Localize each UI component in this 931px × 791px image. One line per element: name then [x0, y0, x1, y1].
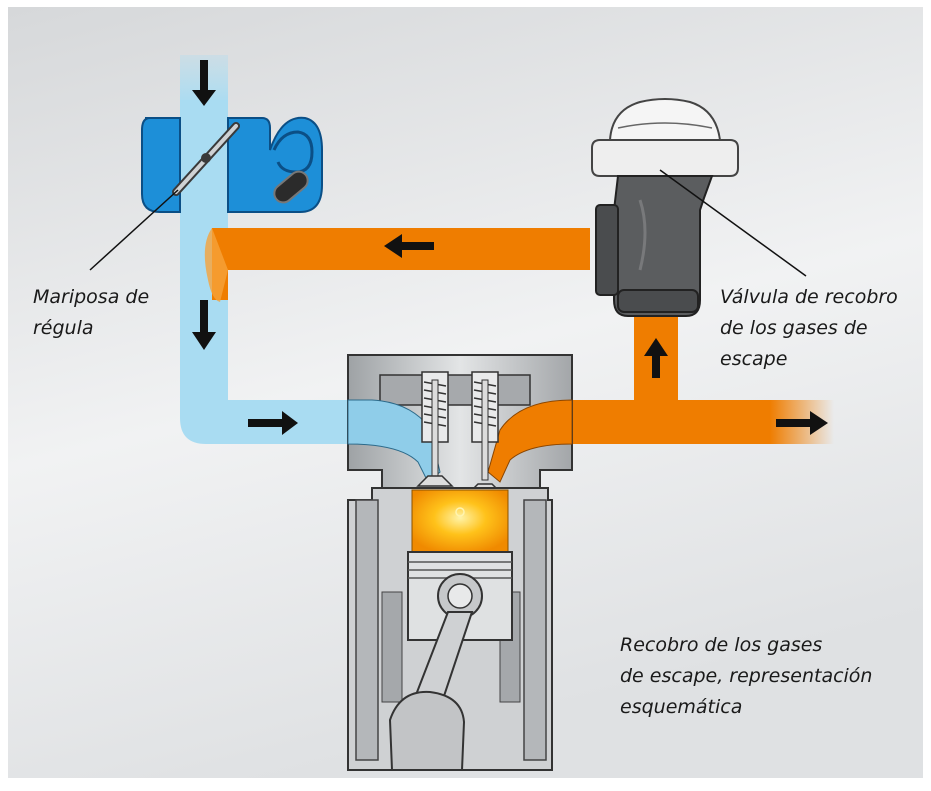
egr-valve	[591, 98, 739, 317]
block-wall-right	[523, 499, 547, 761]
egr-return-pipe	[212, 228, 590, 300]
egr-body-highlight	[638, 199, 647, 271]
intake-valve-head	[416, 475, 454, 487]
throttle-housing-left	[141, 117, 181, 213]
arrow-exhaust-out	[776, 411, 828, 435]
egr-inlet-flange	[595, 204, 619, 296]
arrow-egr-return	[384, 234, 434, 258]
intake-valve	[416, 371, 454, 487]
camshaft-housing	[379, 374, 531, 406]
leader-line-throttle	[89, 189, 179, 271]
egr-outlet-flange	[617, 289, 699, 313]
throttle-label: Mariposa de régula	[33, 282, 149, 344]
egr-mixing-zone	[204, 228, 228, 302]
caption-line-1: Recobro de los gases	[620, 634, 823, 656]
arrow-intake-in	[192, 60, 216, 106]
throttle-sensor-outline	[272, 130, 314, 174]
throttle-label-line-1: Mariposa de	[33, 286, 150, 308]
block-wall-left	[355, 499, 379, 761]
egr-dome-ridge	[617, 122, 713, 129]
combustion-chamber	[411, 489, 509, 553]
intake-pipe	[180, 100, 360, 444]
exhaust-pipe	[565, 400, 770, 444]
egr-valve-label-line-2: de los gases de	[720, 317, 868, 339]
arrow-intake-down	[192, 300, 216, 350]
throttle-body	[141, 116, 323, 213]
egr-valve-body	[613, 175, 714, 317]
crankshaft	[388, 690, 466, 771]
arrow-intake-to-engine	[248, 411, 298, 435]
throttle-shaft	[201, 153, 211, 163]
egr-valve-label-line-1: Válvula de recobro	[720, 286, 898, 308]
throttle-label-line-2: régula	[33, 317, 94, 339]
arrow-egr-up	[644, 338, 668, 378]
flow-arrows	[192, 60, 828, 435]
egr-diaphragm-dome	[608, 98, 722, 141]
wrist-pin	[447, 583, 473, 609]
leader-line-egr-valve	[659, 169, 807, 277]
caption-line-2: de escape, representación	[620, 665, 873, 687]
egr-valve-label-line-3: escape	[720, 348, 788, 370]
intake-valve-stem	[431, 379, 439, 481]
egr-valve-label: Válvula de recobro de los gases de escap…	[720, 282, 898, 375]
diagram-caption: Recobro de los gases de escape, represen…	[620, 630, 872, 723]
engine	[347, 354, 573, 771]
throttle-sensor-plug	[273, 170, 309, 204]
egr-diaphragm-base	[591, 139, 739, 177]
coolant-jacket-left	[381, 591, 403, 703]
caption-line-3: esquemática	[620, 696, 743, 718]
exhaust-valve-stem	[481, 379, 489, 481]
spark-point	[455, 507, 465, 517]
exhaust-port-overlay	[487, 399, 573, 483]
